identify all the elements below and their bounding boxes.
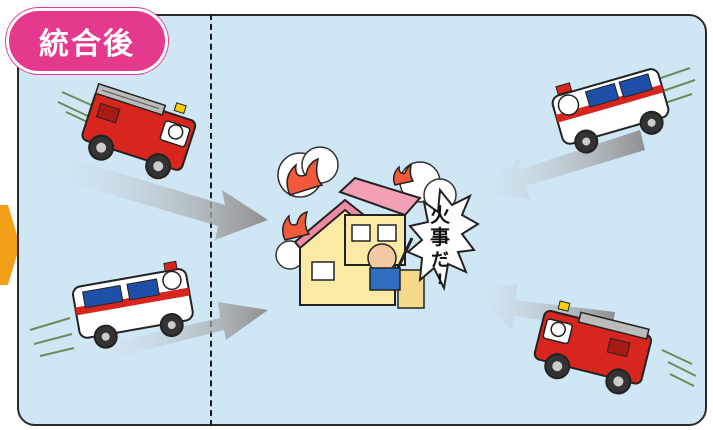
badge-label: 統合後 bbox=[39, 27, 135, 62]
fire-truck-icon bbox=[81, 82, 197, 180]
arrow-icon bbox=[100, 302, 268, 360]
shout-text-line3: だ bbox=[431, 250, 449, 271]
ambulance-icon bbox=[72, 260, 194, 349]
fire-truck-icon bbox=[533, 300, 653, 395]
speech-burst-icon bbox=[406, 187, 480, 292]
arrow-icon bbox=[478, 130, 645, 200]
shout-text-line4: ! bbox=[437, 272, 443, 288]
ambulance-icon bbox=[551, 68, 670, 154]
burning-house-icon bbox=[275, 146, 457, 309]
shout-text-line1: 火 bbox=[430, 203, 451, 227]
arrow-icon bbox=[55, 155, 268, 240]
orange-arrow-tab bbox=[0, 205, 20, 285]
after-merger-badge: 統合後 bbox=[6, 8, 168, 74]
shout-text-line2: 事 bbox=[430, 225, 450, 249]
